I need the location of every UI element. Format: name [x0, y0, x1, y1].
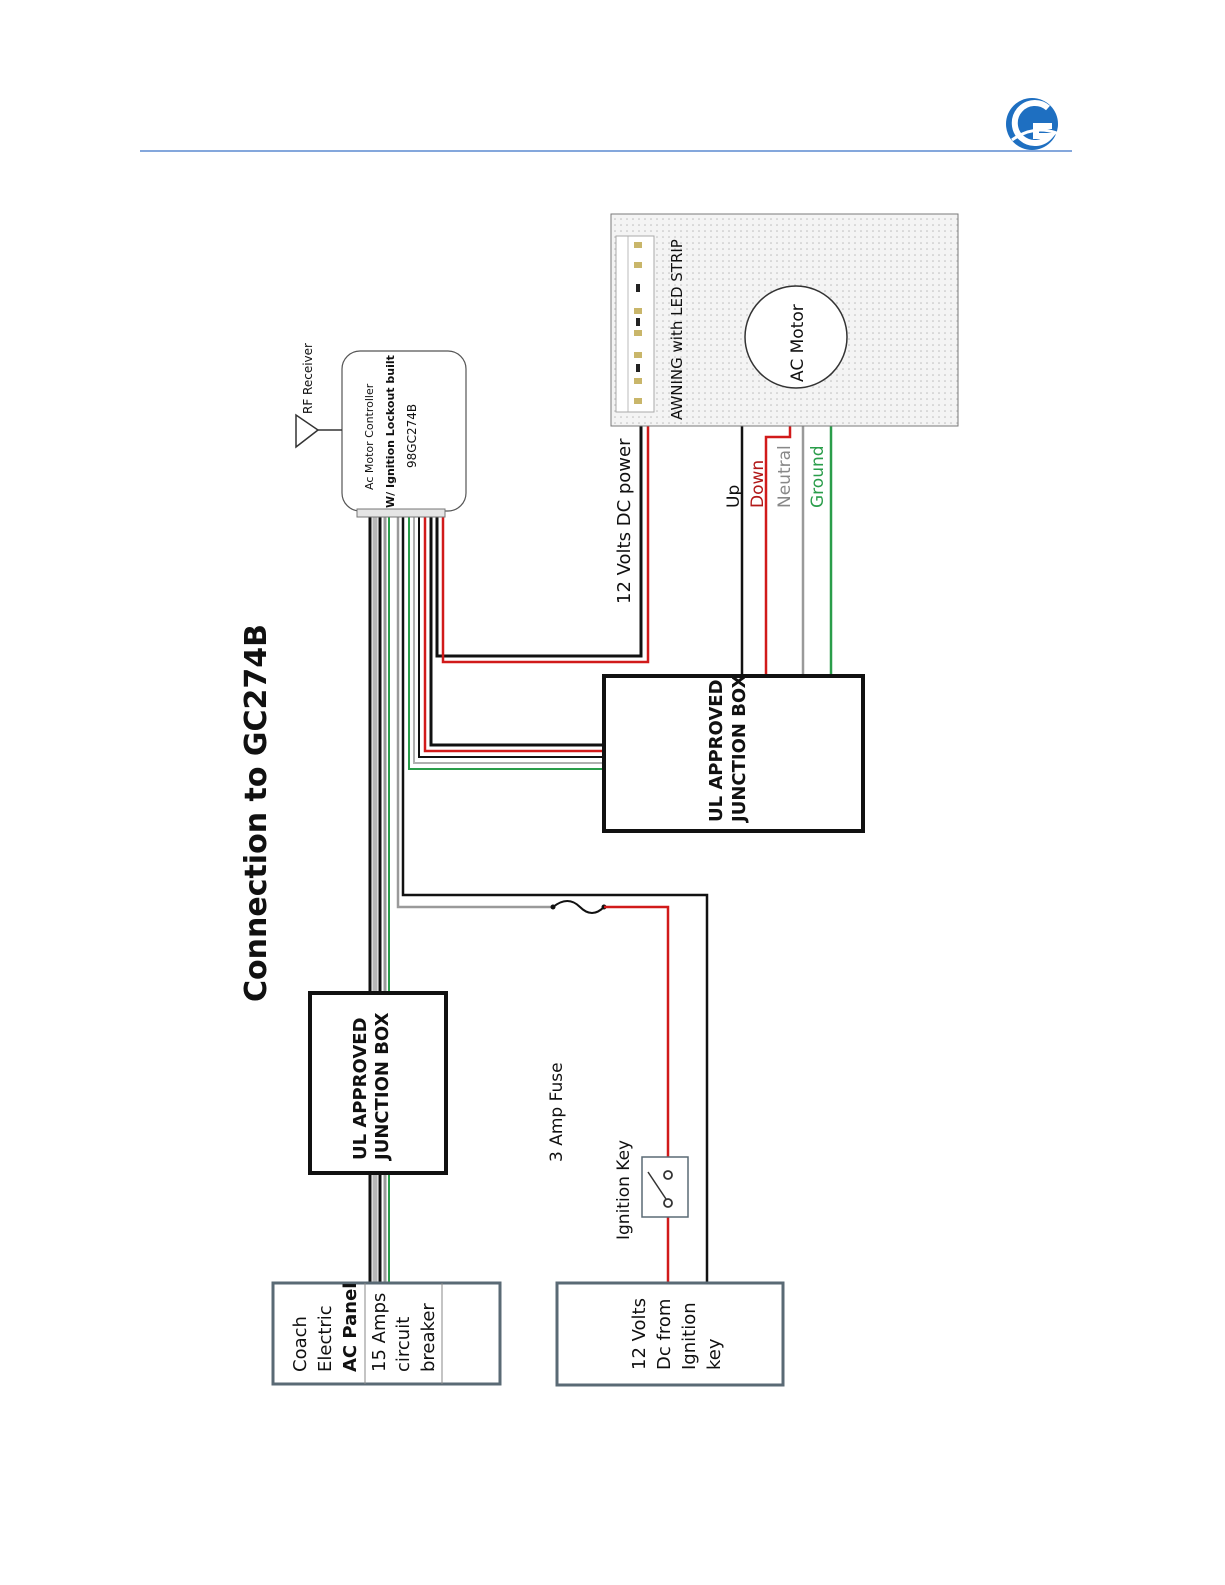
dc-source-line1: 12 Volts: [629, 1298, 650, 1370]
awning: AWNING with LED STRIP AC Motor: [610, 213, 959, 427]
wire-dc-negative: [401, 515, 709, 1285]
ac-panel-left-3: AC Panel: [340, 1283, 361, 1372]
dc-source-line2: Dc from: [654, 1299, 675, 1370]
led-strip: [615, 235, 655, 413]
ac-panel: Coach Electric AC Panel 15 Amps circuit …: [271, 1281, 502, 1386]
wire-jb2-gray: [413, 515, 604, 764]
wire-label-neutral: Neutral: [775, 445, 795, 508]
wire-dc-positive: [604, 905, 670, 1163]
ac-motor-label: AC Motor: [788, 304, 808, 382]
controller-line2: W/ Ignition Lockout built: [384, 355, 397, 508]
ignition-key-label: Ignition Key: [614, 1140, 634, 1240]
gc-logo-icon: [1006, 98, 1071, 150]
dc-source-line3: Ignition: [679, 1302, 700, 1370]
wire-motor-ground: [813, 386, 833, 678]
rf-antenna-icon: [295, 413, 342, 449]
controller-line1: Ac Motor Controller: [363, 383, 376, 490]
wire-jb2-red: [423, 515, 604, 753]
fuse-label: 3 Amp Fuse: [547, 1062, 567, 1162]
junction-box-2-line2: JUNCTION BOX: [729, 674, 750, 824]
controller-model: 98GC274B: [405, 404, 419, 468]
wire-label-ground: Ground: [808, 445, 828, 508]
ac-motor: [744, 285, 848, 389]
diagram-title: Connection to GC274B: [239, 624, 274, 1002]
junction-box-1-line1: UL APPROVED: [350, 1017, 371, 1160]
controller-connector: [356, 508, 446, 518]
controller-box: [341, 350, 467, 512]
ac-panel-left-1: Coach: [290, 1316, 311, 1372]
awning-label: AWNING with LED STRIP: [668, 239, 686, 420]
ac-panel-right-1: 15 Amps: [369, 1293, 390, 1372]
ac-panel-right-3: breaker: [418, 1303, 439, 1372]
junction-box-2-line1: UL APPROVED: [706, 679, 727, 822]
ac-panel-right-2: circuit: [393, 1317, 414, 1372]
power-label: 12 Volts DC power: [614, 438, 635, 604]
dc-source-line4: key: [704, 1338, 725, 1370]
wire-jb2-black-2: [418, 515, 604, 758]
wire-motor-down: [764, 386, 792, 678]
wire-led-black: [435, 412, 643, 658]
junction-box-2: UL APPROVED JUNCTION BOX: [602, 674, 865, 833]
dc-source: 12 Volts Dc from Ignition key: [555, 1281, 785, 1387]
junction-box-1: UL APPROVED JUNCTION BOX: [308, 991, 448, 1175]
wire-dc-gray-to-fuse: [396, 515, 553, 909]
wire-label-down: Down: [748, 460, 768, 508]
controller: Ac Motor Controller W/ Ignition Lockout …: [341, 350, 467, 518]
junction-box-1-line2: JUNCTION BOX: [372, 1012, 393, 1162]
wire-led-red: [441, 412, 650, 664]
wire-label-up: Up: [724, 485, 744, 508]
wire-jb2-black: [429, 515, 604, 747]
wire-jb2-green: [408, 515, 604, 770]
fuse-symbol: [552, 900, 605, 914]
wire-motor-neutral: [796, 386, 805, 678]
ac-panel-left-2: Electric: [315, 1305, 336, 1372]
ignition-key-switch: [641, 1156, 689, 1218]
rf-receiver-label: RF Receiver: [301, 343, 315, 414]
